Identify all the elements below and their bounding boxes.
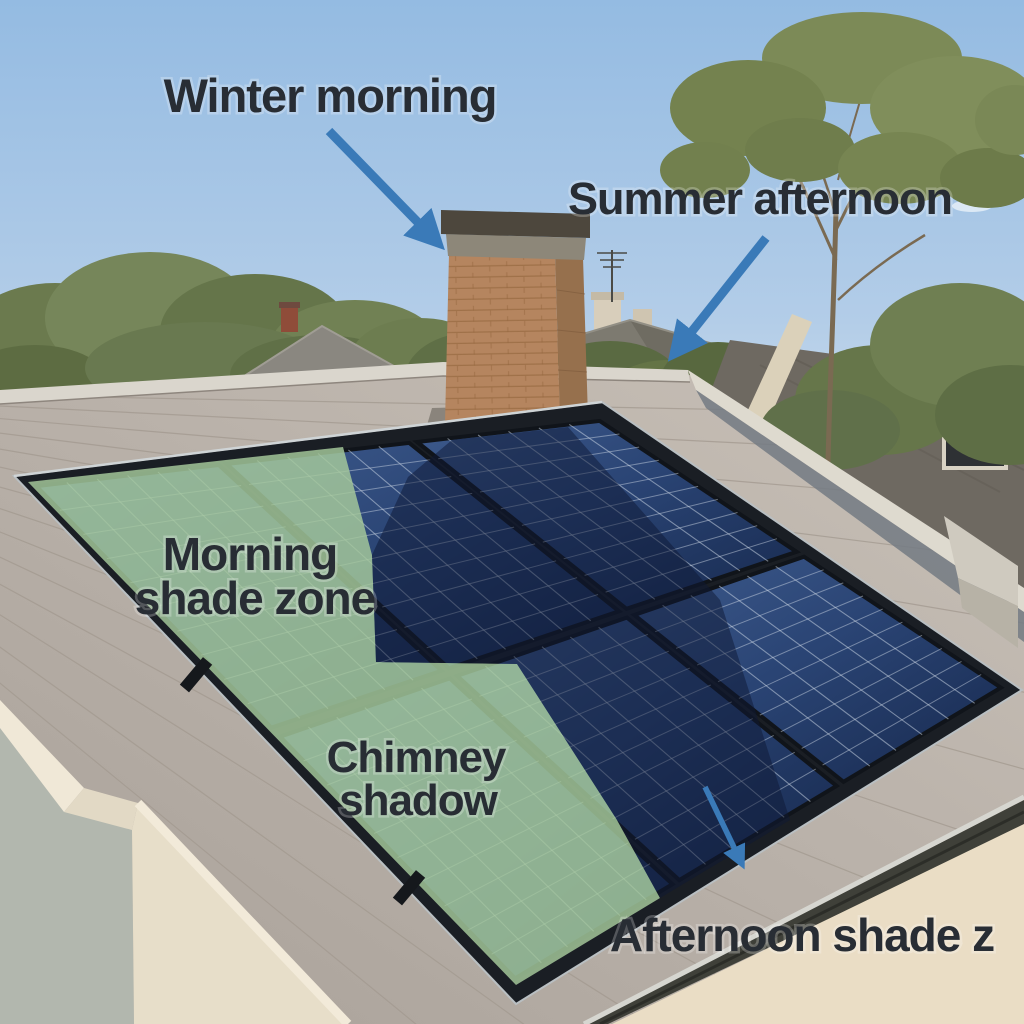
chimney-cap-lower: [446, 234, 586, 260]
tv-antenna-icon: [597, 250, 627, 302]
right-parapet: [688, 370, 1024, 648]
cream-chimney-cap: [591, 292, 624, 300]
parapet-corner-face: [958, 578, 1018, 648]
wall-cap-corner: [64, 788, 138, 830]
wall-cap-top: [0, 700, 84, 812]
mounting-bracket: [179, 657, 213, 693]
wall-cap-edge: [134, 799, 352, 1024]
chimney-front-face: [445, 252, 560, 423]
solar-array: [11, 400, 1024, 1006]
morning-shade-label-line1: Morning: [163, 528, 337, 580]
red-chimney: [281, 305, 298, 332]
chimney-shadow-overlay: [372, 427, 790, 898]
chimney-shadow-label-line1: Chimney: [327, 733, 507, 782]
eucalyptus-tree: [660, 12, 1024, 463]
chimney-shadow-label-line2: shadow: [339, 776, 499, 825]
front-parapet-wall: [0, 700, 352, 1024]
winter-morning-arrow: [325, 127, 445, 251]
gutter-rail: [582, 794, 1024, 1024]
mounting-bracket: [392, 870, 426, 906]
morning-shade-zone-overlay: [28, 447, 660, 985]
annotation-arrows: [325, 127, 770, 870]
wall-left-face: [0, 726, 134, 1024]
gable-fascia: [737, 314, 812, 440]
morning-shade-label-line2: shade zone: [135, 572, 376, 624]
parapet-top-face: [688, 370, 1024, 612]
annotation-labels: Winter morning Summer afternoon Morning …: [132, 67, 997, 964]
summer-afternoon-arrow: [667, 235, 770, 362]
parapet-corner-return: [944, 516, 1018, 606]
lower-cream-wall: [612, 824, 1024, 1024]
parapet-shadow: [696, 390, 1024, 642]
red-chimney-cap: [279, 302, 300, 308]
afternoon-shade-arrow: [702, 785, 746, 870]
brick-chimney: [425, 210, 596, 432]
eave-gutter: [582, 794, 1024, 1024]
winter-morning-label: Winter morning: [164, 69, 497, 122]
afternoon-shade-label: Afternoon shade z: [610, 909, 994, 961]
chimney-cap-top: [441, 210, 590, 238]
frame-highlight: [13, 400, 603, 478]
tree-trunk: [825, 209, 839, 463]
chimney-side-face: [555, 252, 588, 420]
summer-afternoon-label: Summer afternoon: [568, 173, 952, 224]
